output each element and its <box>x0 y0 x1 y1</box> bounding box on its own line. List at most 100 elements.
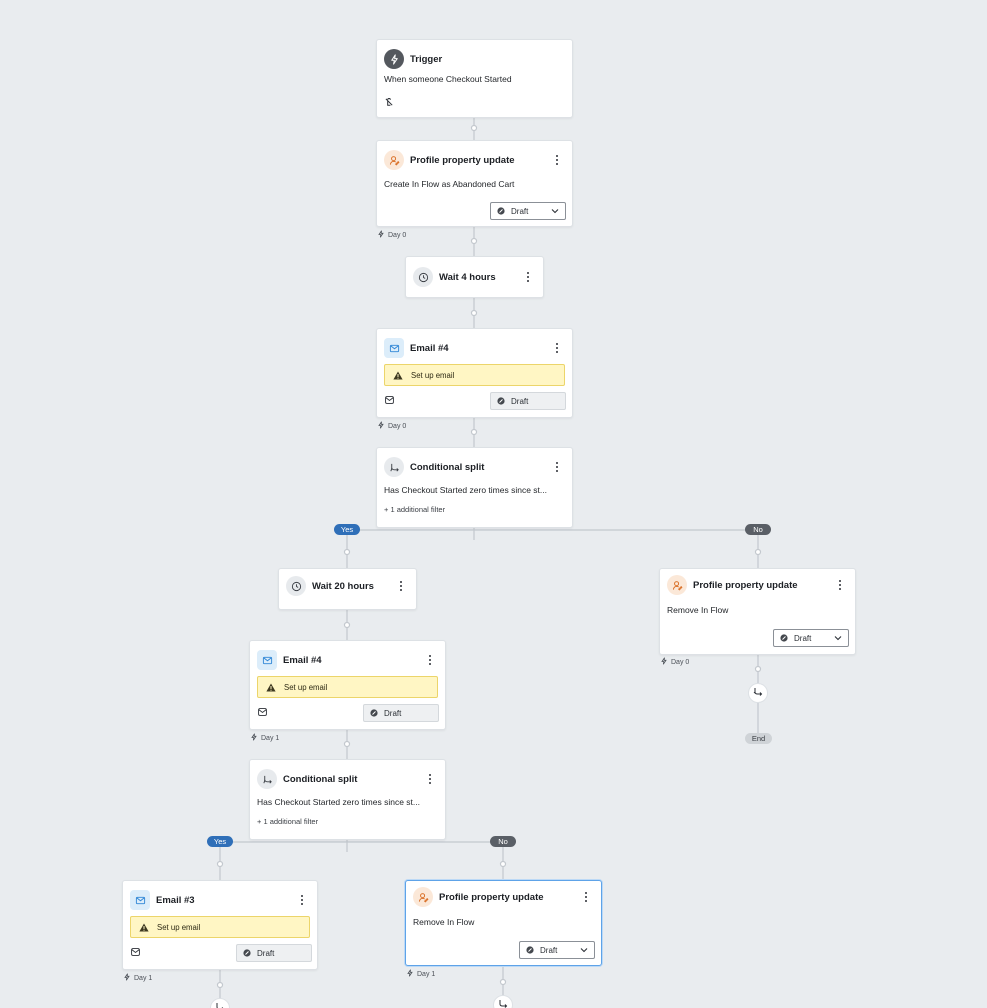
profile-update-description: Remove In Flow <box>667 605 729 615</box>
clock-icon <box>413 267 433 287</box>
card-title: Trigger <box>410 53 443 65</box>
status-badge: Draft <box>363 704 439 722</box>
card-title: Wait 4 hours <box>439 271 496 283</box>
trigger-filter-icon <box>385 98 394 107</box>
day-label: Day 1 <box>406 969 435 979</box>
more-options-icon[interactable] <box>579 888 593 906</box>
status-label: Draft <box>540 945 558 955</box>
status-label: Draft <box>511 206 529 216</box>
profile-update-card[interactable]: Profile property update Remove In Flow D… <box>405 880 602 966</box>
card-title: Profile property update <box>410 154 515 166</box>
more-options-icon[interactable] <box>550 458 564 476</box>
lightning-small-icon <box>123 973 131 983</box>
card-title: Email #4 <box>410 342 449 354</box>
lightning-small-icon <box>250 733 258 743</box>
warning-triangle-icon <box>139 923 149 932</box>
card-title: Email #3 <box>156 894 195 906</box>
exit-branch-button[interactable] <box>748 683 768 703</box>
email-preview-icon <box>131 948 140 956</box>
profile-update-card[interactable]: Profile property update Remove In Flow D… <box>659 568 856 655</box>
split-condition: Has Checkout Started zero times since st… <box>384 485 547 495</box>
status-dropdown[interactable]: Draft <box>773 629 849 647</box>
exit-branch-icon <box>215 999 225 1008</box>
more-options-icon[interactable] <box>423 651 437 669</box>
chevron-down-icon <box>833 633 843 643</box>
exit-branch-icon <box>753 684 763 702</box>
more-options-icon[interactable] <box>394 577 408 595</box>
email-card[interactable]: Email #4 Set up email Draft <box>249 640 446 730</box>
lightning-small-icon <box>406 969 414 979</box>
split-condition: Has Checkout Started zero times since st… <box>257 797 420 807</box>
draft-status-icon <box>243 949 251 957</box>
status-badge: Draft <box>236 944 312 962</box>
profile-update-description: Remove In Flow <box>413 917 475 927</box>
envelope-icon <box>384 338 404 358</box>
profile-update-description: Create In Flow as Abandoned Cart <box>384 179 515 189</box>
wait-card[interactable]: Wait 20 hours <box>278 568 417 610</box>
envelope-icon <box>130 890 150 910</box>
additional-filter: + 1 additional filter <box>384 505 446 514</box>
status-dropdown[interactable]: Draft <box>519 941 595 959</box>
more-options-icon[interactable] <box>423 770 437 788</box>
lightning-small-icon <box>377 230 385 240</box>
exit-branch-button[interactable] <box>493 995 513 1008</box>
more-options-icon[interactable] <box>550 339 564 357</box>
more-options-icon[interactable] <box>295 891 309 909</box>
email-preview-icon <box>385 396 394 404</box>
user-edit-icon <box>667 575 687 595</box>
trigger-description: When someone Checkout Started <box>384 74 512 84</box>
lightning-small-icon <box>377 421 385 431</box>
yes-branch-label: Yes <box>207 836 233 847</box>
email-preview-icon <box>258 708 267 716</box>
card-title: Email #4 <box>283 654 322 666</box>
day-label: Day 1 <box>250 733 279 743</box>
warning-triangle-icon <box>393 371 403 380</box>
status-dropdown[interactable]: Draft <box>490 202 566 220</box>
no-branch-label: No <box>490 836 516 847</box>
setup-warning[interactable]: Set up email <box>384 364 565 386</box>
email-card[interactable]: Email #3 Set up email Draft <box>122 880 318 970</box>
clock-icon <box>286 576 306 596</box>
card-title: Conditional split <box>283 773 358 785</box>
no-branch-label: No <box>745 524 771 535</box>
split-icon <box>257 769 277 789</box>
end-label: End <box>745 733 772 744</box>
lightning-icon <box>384 49 404 69</box>
yes-branch-label: Yes <box>334 524 360 535</box>
day-label: Day 0 <box>660 657 689 667</box>
card-title: Conditional split <box>410 461 485 473</box>
envelope-icon <box>257 650 277 670</box>
day-label: Day 1 <box>123 973 152 983</box>
draft-status-icon <box>370 709 378 717</box>
wait-card[interactable]: Wait 4 hours <box>405 256 544 298</box>
card-title: Profile property update <box>439 891 544 903</box>
day-label: Day 0 <box>377 230 406 240</box>
conditional-split-card[interactable]: Conditional split Has Checkout Started z… <box>249 759 446 840</box>
draft-status-icon <box>780 634 788 642</box>
user-edit-icon <box>384 150 404 170</box>
draft-status-icon <box>526 946 534 954</box>
exit-branch-icon <box>498 996 508 1008</box>
lightning-small-icon <box>660 657 668 667</box>
email-card[interactable]: Email #4 Set up email Draft <box>376 328 573 418</box>
card-title: Wait 20 hours <box>312 580 374 592</box>
more-options-icon[interactable] <box>833 576 847 594</box>
trigger-card[interactable]: Trigger When someone Checkout Started <box>376 39 573 118</box>
user-edit-icon <box>413 887 433 907</box>
chevron-down-icon <box>579 945 589 955</box>
chevron-down-icon <box>550 206 560 216</box>
setup-warning[interactable]: Set up email <box>130 916 310 938</box>
setup-warning[interactable]: Set up email <box>257 676 438 698</box>
more-options-icon[interactable] <box>521 268 535 286</box>
conditional-split-card[interactable]: Conditional split Has Checkout Started z… <box>376 447 573 528</box>
card-title: Profile property update <box>693 579 798 591</box>
draft-status-icon <box>497 397 505 405</box>
status-label: Draft <box>794 633 812 643</box>
more-options-icon[interactable] <box>550 151 564 169</box>
warning-triangle-icon <box>266 683 276 692</box>
profile-update-card[interactable]: Profile property update Create In Flow a… <box>376 140 573 227</box>
day-label: Day 0 <box>377 421 406 431</box>
additional-filter: + 1 additional filter <box>257 817 319 826</box>
